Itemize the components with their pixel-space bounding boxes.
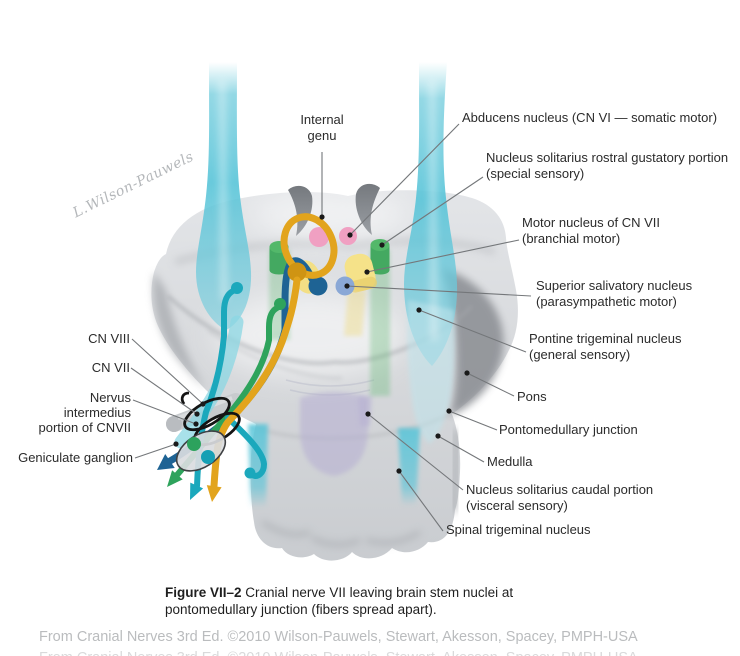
left-peduncle-cut [288,185,313,236]
abducens-nucleus-left [309,227,329,247]
label-abducens-nucleus: Abducens nucleus (CN VI — somatic motor) [462,110,718,125]
label-line: (visceral sensory) [466,497,568,513]
right-pale-column [407,300,455,444]
spinal-trigeminal-strip-right [398,428,420,506]
figure-caption: Figure VII–2 Cranial nerve VII leaving b… [165,585,547,618]
geniculate-ganglion [175,430,227,472]
right-peduncle-cut [355,183,380,235]
label-cn-vii: CN VII [91,360,130,375]
label-spinal-trigeminal-nucleus: Spinal trigeminal nucleus [446,522,591,537]
label-line: genu [307,127,337,143]
copyright-credit: From Cranial Nerves 3rd Ed. ©2010 Wilson… [39,629,638,645]
label-cn-viii: CN VIII [88,331,130,346]
label-pontomedullary-junction: Pontomedullary junction [499,422,638,437]
label-line: Nucleus solitarius rostral gustatory por… [486,150,729,165]
label-pons: Pons [517,389,547,404]
nucleus-solitarius-caudal-region [300,392,368,476]
label-medulla: Medulla [487,454,533,469]
ganglion-teal-cell [201,450,215,464]
cropped-bottom-text: From Cranial Nerves 3rd Ed. ©2010 Wilson… [39,650,719,656]
figure-number: Figure VII–2 [165,585,242,600]
label-line: Nervus [89,390,131,405]
label-line: Nucleus solitarius caudal portion [466,482,654,497]
leader-lines [130,123,532,532]
label-line: portion of CNVII [38,420,132,435]
label-line: Motor nucleus of CN VII [522,215,660,230]
label-line: Internal [300,112,344,127]
label-pontine-trigeminal-nucleus: Pontine trigeminal nucleus (general sens… [529,331,681,362]
label-line: (special sensory) [486,165,585,181]
green-cylinder-right [370,245,390,275]
teal-descending-fiber [225,415,268,479]
label-nucleus-solitarius-caudal: Nucleus solitarius caudal portion (visce… [466,482,653,513]
label-line: Pontine trigeminal nucleus [529,331,682,346]
label-line: (branchial motor) [522,230,621,246]
label-line: (parasympathetic motor) [536,293,677,309]
label-internal-genu: Internal genu [280,112,364,143]
leader-dots [173,214,470,474]
ganglion-green-cell [187,437,201,451]
label-line: intermedius [63,405,131,420]
label-line: (general sensory) [529,346,631,362]
label-line: Superior salivatory nucleus [536,278,693,293]
label-superior-salivatory-nucleus: Superior salivatory nucleus (parasympath… [536,278,692,309]
label-nucleus-solitarius-rostral: Nucleus solitarius rostral gustatory por… [486,150,728,181]
label-nervus-intermedius: Nervus intermedius portion of CNVII [18,390,132,435]
label-geniculate-ganglion: Geniculate ganglion [18,450,133,465]
label-motor-nucleus-cn7: Motor nucleus of CN VII (branchial motor… [522,215,660,246]
cerebellar-peduncle-cuts [288,183,380,236]
figure-caption-text: Cranial nerve VII leaving brain stem nuc… [165,585,514,617]
